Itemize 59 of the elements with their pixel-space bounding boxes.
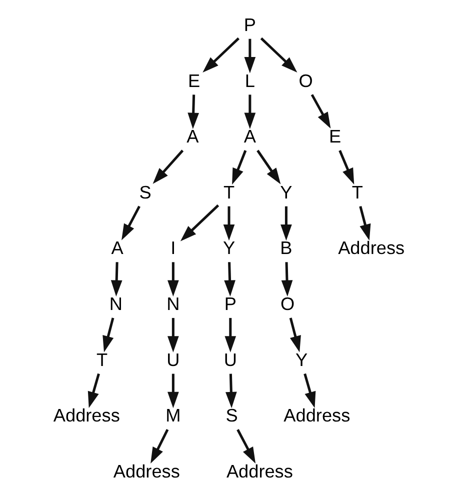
arrow xyxy=(281,262,293,296)
arrow xyxy=(236,429,256,464)
node-text: U xyxy=(224,350,237,370)
arrow xyxy=(88,373,100,408)
arrow xyxy=(188,94,200,130)
arrow xyxy=(168,318,179,352)
node-text: U xyxy=(166,350,180,370)
node-text: E xyxy=(329,126,342,147)
node-text: O xyxy=(280,294,295,314)
node-text: I xyxy=(170,238,176,258)
arrow xyxy=(122,206,140,240)
arrow xyxy=(232,150,247,185)
node-text: A xyxy=(244,126,256,147)
node-text: M xyxy=(166,406,181,426)
node-text: P xyxy=(224,294,236,314)
node-text: Address xyxy=(53,406,120,426)
arrow xyxy=(338,150,354,185)
node-text: Address xyxy=(226,462,293,482)
node-text: T xyxy=(96,350,108,370)
arrow xyxy=(359,206,371,241)
node-text: P xyxy=(244,14,256,35)
arrow xyxy=(224,262,236,296)
node-text: Y xyxy=(296,350,308,370)
arrow xyxy=(244,94,256,130)
arrow xyxy=(168,374,179,408)
arrow xyxy=(280,206,292,241)
arrow xyxy=(226,374,237,408)
arrow xyxy=(180,204,220,242)
node-text: A xyxy=(186,126,199,147)
arrow xyxy=(256,150,281,184)
node-text: N xyxy=(166,294,180,314)
node-text: Address xyxy=(284,406,350,426)
arrow xyxy=(110,262,122,296)
node-text: T xyxy=(223,182,235,202)
node-text: T xyxy=(352,182,363,202)
arrow xyxy=(310,94,331,129)
arrow xyxy=(168,262,179,296)
arrow xyxy=(223,206,235,241)
node-text: S xyxy=(226,406,238,426)
arrow xyxy=(244,38,256,74)
arrow xyxy=(289,318,301,352)
node-text: N xyxy=(109,294,123,314)
node-text: Y xyxy=(222,238,236,258)
node-text: O xyxy=(298,70,313,91)
node-text: A xyxy=(111,238,124,258)
node-text: S xyxy=(139,182,152,202)
node-text: Y xyxy=(280,182,292,202)
node-text: Address xyxy=(113,462,180,482)
arrow xyxy=(202,37,240,73)
arrow xyxy=(260,37,298,73)
arrow xyxy=(150,429,169,464)
arrow xyxy=(304,373,316,408)
node-text: B xyxy=(280,238,292,258)
node-text: Address xyxy=(338,238,405,258)
node-text: E xyxy=(188,70,200,91)
node-text: L xyxy=(244,70,255,91)
arrow xyxy=(102,318,114,352)
arrow xyxy=(152,150,184,184)
arrow xyxy=(224,318,236,352)
